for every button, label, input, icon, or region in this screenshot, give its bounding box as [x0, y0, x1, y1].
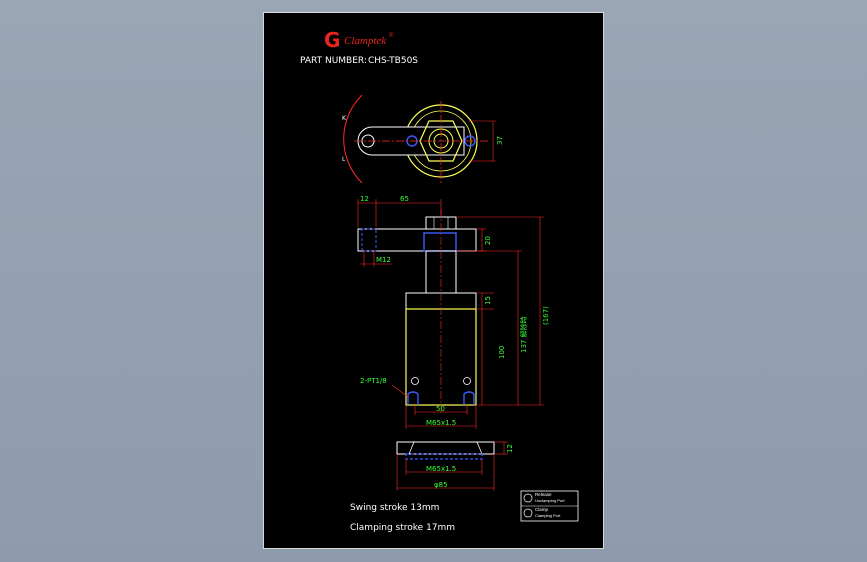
- dim-15-text: 15: [484, 296, 492, 305]
- dim-37-text: 37: [496, 136, 504, 145]
- legend-clamp-title: Clamp: [535, 507, 549, 512]
- legend-release-title: Release: [535, 492, 552, 497]
- arm-bolt-hidden: [361, 228, 377, 252]
- release-port-icon: [523, 493, 533, 503]
- port-hidden-right: [463, 391, 475, 405]
- swing-label-k: K: [342, 115, 347, 122]
- port-leader: [391, 384, 409, 398]
- brand-name: Clamptek: [344, 35, 387, 47]
- nut-chamfer: [408, 441, 483, 455]
- nut-body: [396, 441, 495, 455]
- nut-thread-hidden: [405, 453, 483, 460]
- side-view: 12 65 M12 20 15 100: [357, 195, 550, 429]
- top-view: K L: [342, 94, 504, 184]
- dim-50-text: 50: [436, 405, 445, 413]
- dim-12-text: 12: [360, 195, 369, 203]
- part-number: CHS-TB50S: [368, 56, 418, 66]
- nut-thickness-text: 12: [506, 444, 514, 453]
- port-label: 2-PT1/8: [360, 377, 387, 385]
- logo-letter: G: [324, 28, 340, 52]
- arm-hidden-bore: [423, 232, 457, 252]
- swing-stroke-note: Swing stroke 13mm: [350, 503, 439, 513]
- port-left: [411, 377, 419, 385]
- arm-side: [357, 228, 477, 252]
- nut-diameter-text: φ85: [434, 481, 448, 489]
- dim-100-text: 100: [498, 346, 506, 359]
- legend-release-sub: Unclamping Port: [535, 498, 565, 503]
- registered-mark: ®: [389, 32, 394, 39]
- nut-thread-text: M65x1.5: [426, 465, 456, 473]
- legend-clamp-sub: Clamping Port: [535, 513, 561, 518]
- clamp-port-icon: [523, 508, 533, 518]
- nut-view: 12 M65x1.5 φ85: [396, 441, 514, 491]
- thread-m65-text: M65x1.5: [426, 419, 456, 427]
- brand-logo: G Clamptek ®: [324, 28, 394, 52]
- dim-167-text: (167): [542, 306, 550, 325]
- port-right: [463, 377, 471, 385]
- swing-arc: [343, 94, 363, 184]
- port-legend: Release Unclamping Port Clamp Clamping P…: [520, 490, 579, 522]
- thread-m12-text: M12: [376, 256, 391, 264]
- port-hidden-left: [407, 391, 419, 405]
- dim-20-text: 20: [484, 236, 492, 245]
- drawing-sheet: G Clamptek ® PART NUMBER: CHS-TB50S K L: [263, 12, 604, 549]
- dim-137-text: 137 解除時: [519, 316, 528, 353]
- part-number-label: PART NUMBER:: [300, 56, 367, 66]
- dim-65-text: 65: [400, 195, 409, 203]
- technical-drawing: G Clamptek ® PART NUMBER: CHS-TB50S K L: [300, 28, 579, 533]
- port-circle-right: [464, 135, 476, 147]
- clamping-stroke-note: Clamping stroke 17mm: [350, 523, 455, 533]
- swing-label-l: L: [342, 156, 346, 163]
